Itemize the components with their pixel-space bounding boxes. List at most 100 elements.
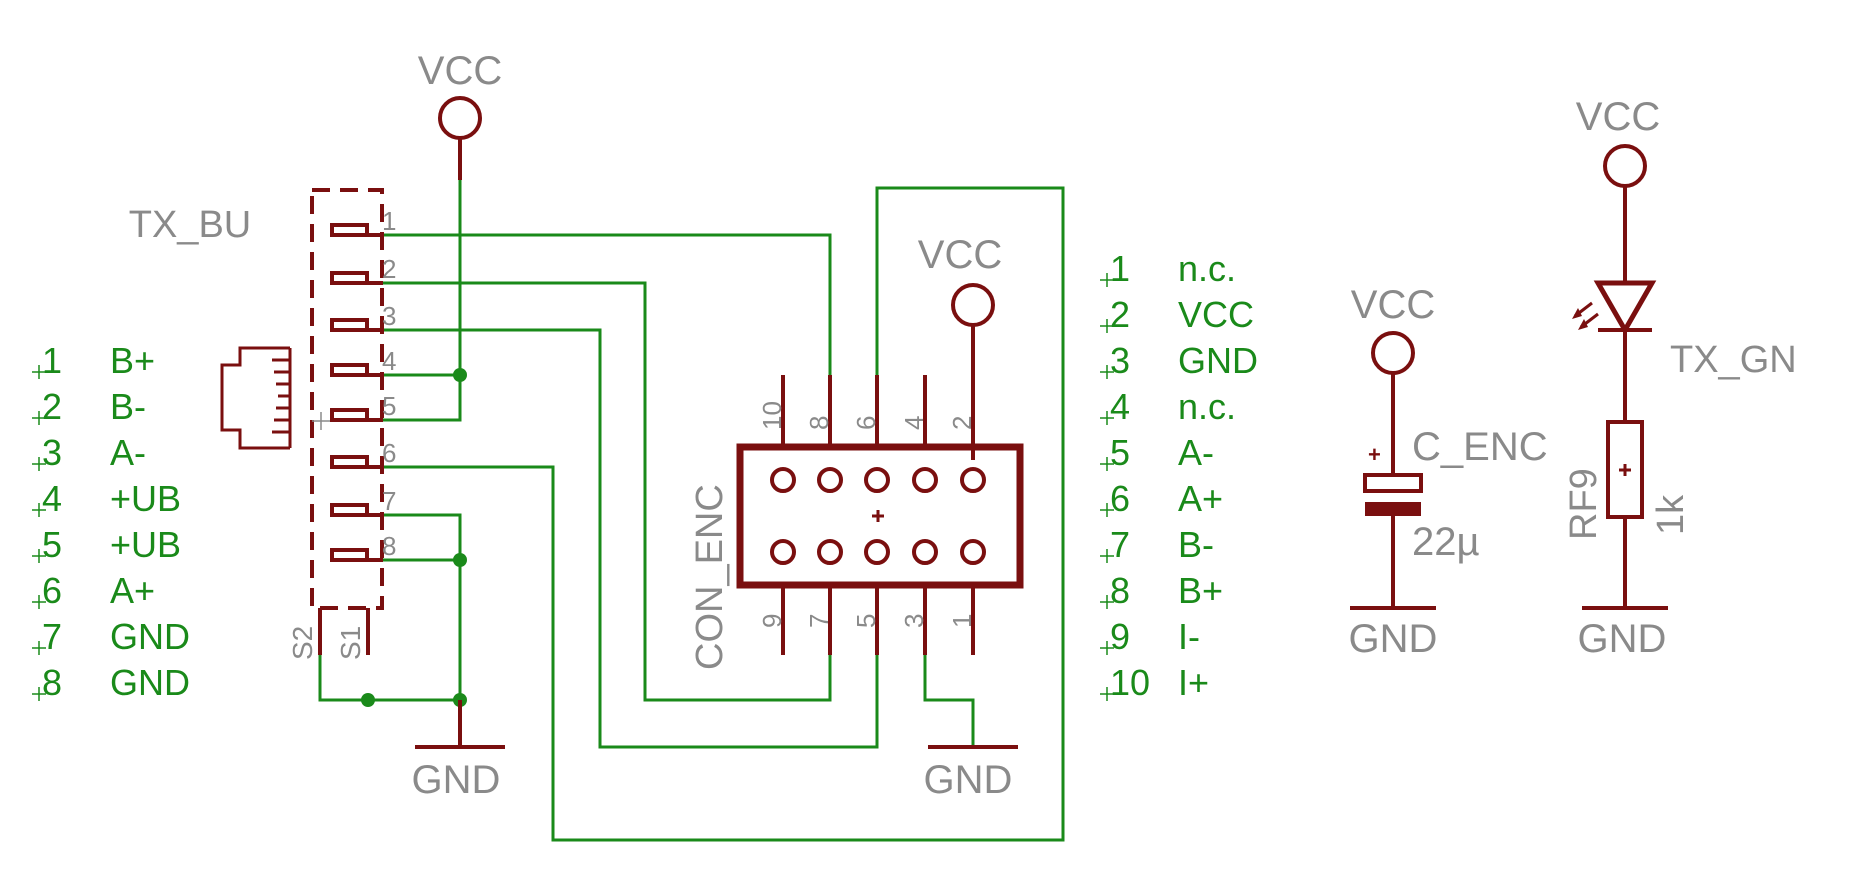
pin-number: 6 xyxy=(851,416,881,430)
pin-number: 4 xyxy=(382,346,396,376)
pin-number: 2 xyxy=(382,254,396,284)
pinout-number: 5 xyxy=(42,524,62,565)
pinout-number: 9 xyxy=(1110,616,1130,657)
pin-number: 1 xyxy=(382,206,396,236)
pinout-signal: A- xyxy=(110,432,146,473)
pinout-signal: n.c. xyxy=(1178,248,1236,289)
tx-bu-origin-cross xyxy=(312,412,330,430)
pinout-number: 1 xyxy=(42,340,62,381)
pinout-signal: I- xyxy=(1178,616,1200,657)
pinout-number: 10 xyxy=(1110,662,1150,703)
tx-bu-connector: TX_BU xyxy=(129,188,396,660)
pinout-row: 6 A+ xyxy=(1100,478,1223,519)
pinout-signal: A+ xyxy=(1178,478,1223,519)
pinout-row: 8 GND xyxy=(32,662,190,703)
pinout-row: 9 I- xyxy=(1100,616,1200,657)
pinout-number: 3 xyxy=(1110,340,1130,381)
pinout-row: 8 B+ xyxy=(1100,570,1223,611)
gnd-label: GND xyxy=(1349,617,1438,661)
con-enc-pins xyxy=(781,375,975,655)
gnd-symbol-tx-bu: GND xyxy=(412,700,505,802)
pinout-signal: GND xyxy=(110,616,190,657)
pinout-number: 7 xyxy=(1110,524,1130,565)
pinout-signal: B+ xyxy=(1178,570,1223,611)
pin-number: 7 xyxy=(804,614,834,628)
wire-pin6-con6 xyxy=(383,186,1065,842)
wire-pin3-con5 xyxy=(383,328,879,749)
gnd-label: GND xyxy=(1578,617,1667,661)
con-enc-pads xyxy=(770,467,986,565)
pin-number: 4 xyxy=(899,416,929,430)
vcc-label: VCC xyxy=(418,49,502,93)
pinout-number: 3 xyxy=(42,432,62,473)
led-icon xyxy=(1572,280,1657,336)
vcc-symbol-tx-bu: VCC xyxy=(418,49,502,180)
vcc-circle xyxy=(1371,331,1415,375)
pin-number: 6 xyxy=(382,438,396,468)
resistor-name: RF9 xyxy=(1563,468,1605,540)
c-enc-capacitor: VCC + GND C_ENC 22µ xyxy=(1349,283,1548,661)
pinout-row: 7 B- xyxy=(1100,524,1214,565)
junction-dot xyxy=(361,693,375,707)
resistor-value: 1k xyxy=(1650,494,1692,535)
pin-number: 3 xyxy=(382,301,396,331)
pinout-number: 1 xyxy=(1110,248,1130,289)
right-pinout-table: 1 n.c. 2 VCC 3 GND 4 n.c. 5 A- 6 A+ xyxy=(1100,248,1258,703)
pinout-row: 2 B- xyxy=(32,386,146,427)
pinout-row: 1 B+ xyxy=(32,340,155,381)
wire-pin2-con7 xyxy=(383,281,832,702)
capacitor-name: C_ENC xyxy=(1412,425,1548,469)
pinout-signal: VCC xyxy=(1178,294,1254,335)
rj45-icon xyxy=(220,346,292,450)
pinout-signal: A- xyxy=(1178,432,1214,473)
pinout-signal: B- xyxy=(110,386,146,427)
wire-shield-gnd xyxy=(318,655,460,702)
pin-number: 10 xyxy=(757,401,787,430)
vcc-label: VCC xyxy=(1576,95,1660,139)
wire-con3-gnd xyxy=(923,655,975,745)
pinout-row: 3 GND xyxy=(1100,340,1258,381)
resistor-origin-cross xyxy=(1619,464,1631,476)
capacitor-plate-negative xyxy=(1365,502,1421,516)
con-enc-pin-numbers: 10 8 6 4 2 9 7 5 3 1 xyxy=(757,401,977,628)
pin-number: 9 xyxy=(757,614,787,628)
tx-bu-name: TX_BU xyxy=(129,204,251,246)
pinout-signal: B+ xyxy=(110,340,155,381)
pin-number: 3 xyxy=(899,614,929,628)
wire-pin1-con8 xyxy=(383,233,832,375)
pinout-row: 6 A+ xyxy=(32,570,155,611)
pinout-signal: GND xyxy=(1178,340,1258,381)
pinout-row: 3 A- xyxy=(32,432,146,473)
tx-bu-shield-pins: S2 S1 xyxy=(287,608,370,660)
capacitor-value: 22µ xyxy=(1412,520,1480,564)
junction-dot xyxy=(453,553,467,567)
pinout-number: 6 xyxy=(42,570,62,611)
pinout-signal: B- xyxy=(1178,524,1214,565)
pinout-row: 2 VCC xyxy=(1100,294,1254,335)
pinout-number: 4 xyxy=(1110,386,1130,427)
led-name: TX_GN xyxy=(1670,339,1797,381)
pinout-row: 4 +UB xyxy=(32,478,181,519)
vcc-circle xyxy=(1603,144,1647,188)
pinout-row: 5 A- xyxy=(1100,432,1214,473)
gnd-label: GND xyxy=(924,758,1013,802)
pinout-number: 4 xyxy=(42,478,62,519)
pinout-number: 2 xyxy=(1110,294,1130,335)
shield-pin-label: S1 xyxy=(335,626,366,660)
gnd-symbol-con-enc: GND xyxy=(924,745,1018,802)
pin-number: 5 xyxy=(851,614,881,628)
pin-number: 8 xyxy=(804,416,834,430)
pinout-row: 10 I+ xyxy=(1100,662,1209,703)
shield-pin-label: S2 xyxy=(287,626,318,660)
vcc-label: VCC xyxy=(1351,283,1435,327)
con-enc-connector: CON_ENC 10 8 xyxy=(689,375,1024,670)
pin-number: 1 xyxy=(947,614,977,628)
pinout-number: 8 xyxy=(42,662,62,703)
left-pinout-table: 1 B+ 2 B- 3 A- 4 +UB 5 +UB 6 A+ xyxy=(32,340,190,703)
pinout-row: 4 n.c. xyxy=(1100,386,1236,427)
capacitor-polarity: + xyxy=(1368,442,1381,467)
led-resistor-branch: VCC TX_GN GND RF9 1k xyxy=(1563,95,1797,661)
pinout-number: 5 xyxy=(1110,432,1130,473)
con-enc-origin-cross xyxy=(872,510,884,522)
